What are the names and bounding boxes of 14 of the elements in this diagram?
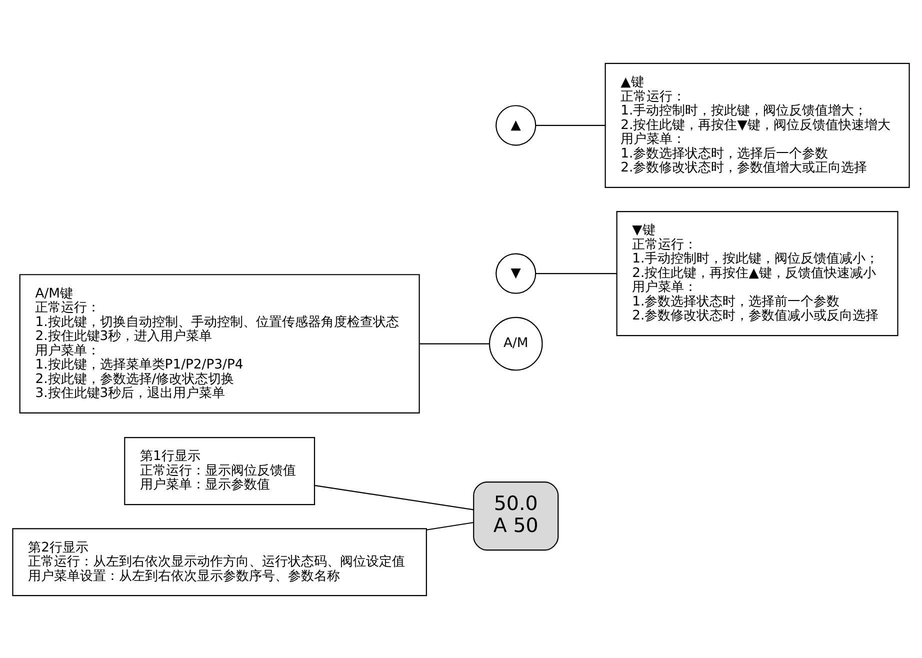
- connector: [536, 124, 606, 126]
- node-box: ▼键 正常运行： 1.手动控制时，按此键，阀位反馈值减小； 2.按住此键，再按住▲键，反馈值快速减小 用户菜单： 1.参数选择状态时，选择前一个参数 2.参数修改状态时，参数值减小或反向选择: [616, 210, 898, 336]
- node-box: ▲键 正常运行： 1.手动控制时，按此键，阀位反馈值增大； 2.按住此键，再按住▼键，阀位反馈值快速增大 用户菜单： 1.参数选择状态时，选择后一个参数 2.参数修改状态时，参数值增大或正向选择: [604, 62, 910, 188]
- node-circle: A/M: [488, 316, 543, 370]
- connector: [314, 484, 474, 510]
- connector: [420, 342, 490, 344]
- node-box: 50.0 A 50: [473, 480, 559, 550]
- node-box: A/M键 正常运行： 1.按此键，切换自动控制、手动控制、位置传感器角度检查状态 2.按住此键3秒，进入用户菜单 用户菜单： 1.按此键，选择菜单类P1/P2/P3/P4 2.按此键，参数选择/修改状态切换 3.按住此键3秒后，退出用户菜单: [19, 274, 420, 413]
- node-circle: ▲: [496, 104, 536, 146]
- node-box: 第1行显示 正常运行：显示阀位反馈值 用户菜单：显示参数值: [124, 436, 316, 505]
- node-box: 第2行显示 正常运行：从左到右依次显示动作方向、运行状态码、阀位设定值 用户菜单设置：从左到右依次显示参数序号、参数名称: [12, 528, 427, 596]
- connector: [536, 272, 617, 274]
- connector: [426, 521, 474, 530]
- node-circle: ▼: [496, 252, 536, 294]
